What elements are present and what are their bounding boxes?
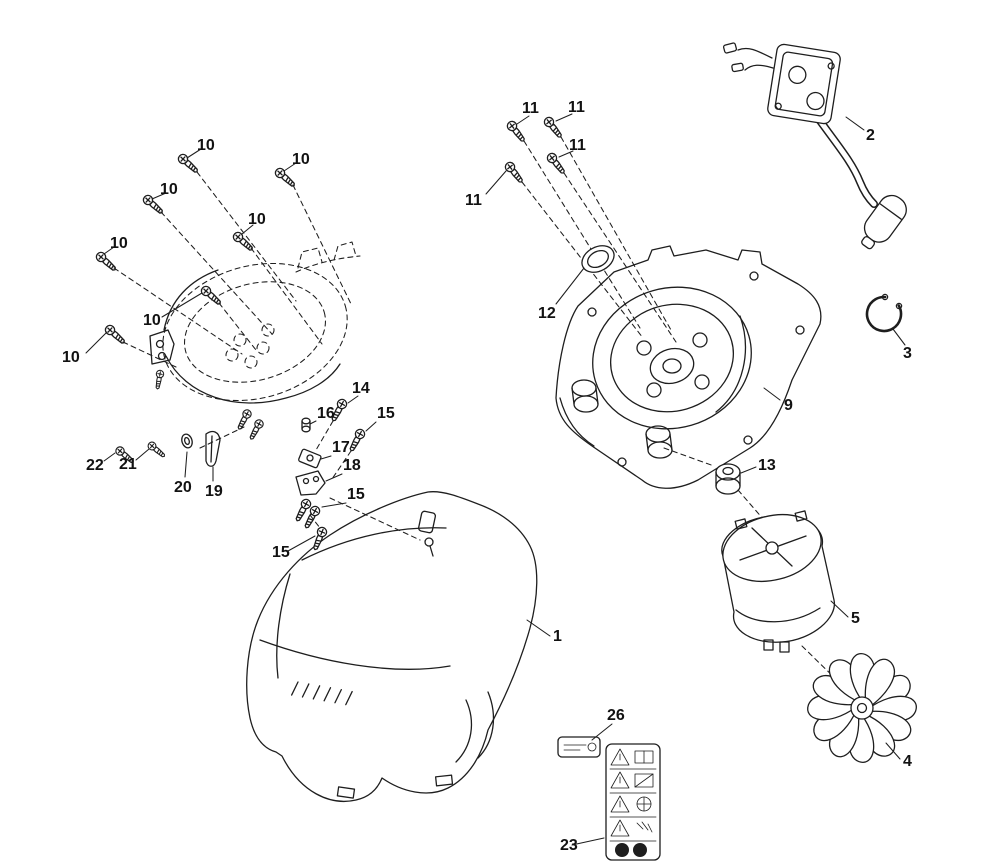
callout-part-12: 12 xyxy=(538,305,556,322)
callout-part-13: 13 xyxy=(758,457,776,474)
part-5-motor xyxy=(721,510,846,689)
part-20-washer xyxy=(181,433,193,449)
part-4-fan xyxy=(803,649,921,767)
switch-box xyxy=(767,43,841,125)
part-17 xyxy=(298,448,322,469)
pin-16 xyxy=(301,417,311,425)
screw-icon xyxy=(246,417,266,442)
callout-part-10: 10 xyxy=(110,235,128,252)
callout-part-5: 5 xyxy=(851,610,860,627)
callout-part-23: 23 xyxy=(560,837,578,854)
part-2-switch xyxy=(722,42,907,250)
screw-icon xyxy=(234,407,254,432)
callout-part-18: 18 xyxy=(343,457,361,474)
part-9-motor-plate xyxy=(555,245,822,489)
part-19-flap xyxy=(205,430,221,467)
wire-terminal xyxy=(731,62,744,73)
ear-protection-icon xyxy=(615,843,629,857)
callout-part-1: 1 xyxy=(553,628,562,645)
wire-terminal xyxy=(722,42,738,54)
callout-part-21: 21 xyxy=(119,456,137,473)
callout-part-26: 26 xyxy=(607,707,625,724)
hardware-cluster xyxy=(113,397,421,552)
callout-part-2: 2 xyxy=(866,127,875,144)
callout-part-10: 10 xyxy=(197,137,215,154)
callout-part-20: 20 xyxy=(174,479,192,496)
callout-part-3: 3 xyxy=(903,345,912,362)
callout-part-11: 11 xyxy=(568,99,585,116)
screw-icon xyxy=(346,427,367,454)
part-1-housing xyxy=(246,491,538,802)
callout-part-11: 11 xyxy=(465,192,482,209)
screw-icon xyxy=(153,369,165,391)
screw-icon xyxy=(502,159,526,186)
callout-part-17: 17 xyxy=(332,439,350,456)
callout-part-16: 16 xyxy=(317,405,335,422)
warning-triangle-icon xyxy=(610,795,630,813)
callout-labels: 10 10 10 10 10 10 10 11 11 11 11 2 3 12 … xyxy=(62,99,912,854)
warning-triangle-icon xyxy=(610,748,630,766)
warning-triangle-icon xyxy=(610,819,630,837)
callout-part-10: 10 xyxy=(292,151,310,168)
callout-part-10: 10 xyxy=(160,181,178,198)
screws-part-10 xyxy=(93,151,353,368)
callout-part-15: 15 xyxy=(347,486,365,503)
callout-part-14: 14 xyxy=(352,380,370,397)
screw-icon xyxy=(145,439,168,460)
part-12-ring xyxy=(581,245,615,273)
callout-part-19: 19 xyxy=(205,483,223,500)
hazard-icon xyxy=(634,773,654,788)
eye-protection-icon xyxy=(633,843,647,857)
latch-detail xyxy=(417,510,437,534)
warning-triangle-icon xyxy=(610,771,630,789)
callout-part-15: 15 xyxy=(272,544,290,561)
part-23-safety-sticker xyxy=(605,743,661,861)
vent-slots xyxy=(290,681,353,706)
callout-part-10: 10 xyxy=(248,211,266,228)
part-13-bushing xyxy=(663,447,765,521)
callout-part-10: 10 xyxy=(143,312,161,329)
screw-icon xyxy=(504,118,528,145)
thrown-object-icon xyxy=(636,822,644,830)
callout-part-11: 11 xyxy=(522,100,539,117)
callout-part-11: 11 xyxy=(569,137,586,154)
callout-leaders xyxy=(85,113,906,846)
part-3-circlip xyxy=(865,293,903,333)
callout-part-10: 10 xyxy=(62,349,80,366)
part-ring-frame xyxy=(149,241,361,442)
callout-part-9: 9 xyxy=(784,397,793,414)
screw-icon xyxy=(93,249,119,274)
plug xyxy=(861,194,907,250)
callout-part-4: 4 xyxy=(903,753,912,770)
part-18-bracket xyxy=(295,470,326,496)
callout-part-22: 22 xyxy=(86,457,104,474)
callout-part-15: 15 xyxy=(377,405,395,422)
part-26-label xyxy=(557,736,601,758)
